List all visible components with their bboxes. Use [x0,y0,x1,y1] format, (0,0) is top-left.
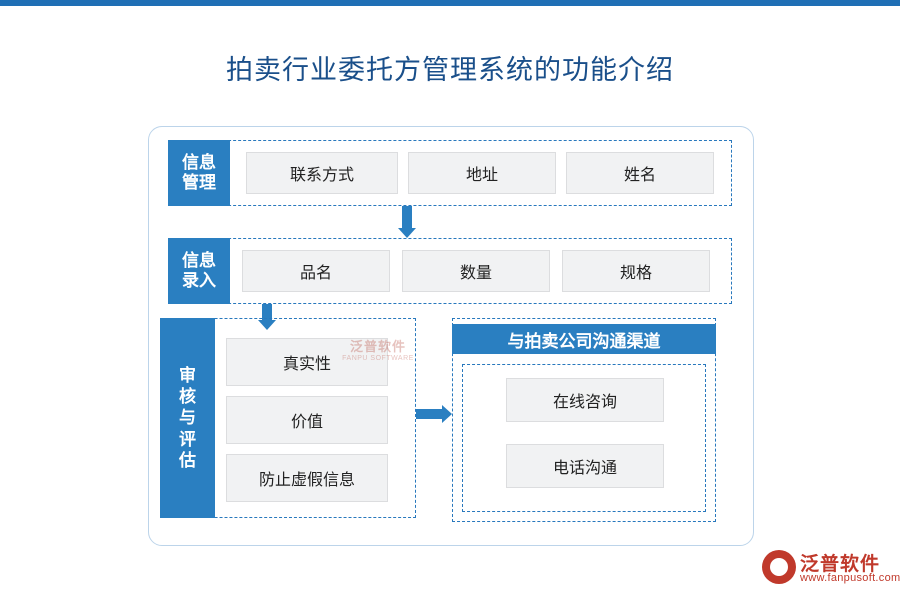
group-3-label: 审 核 与 评 估 [160,318,215,518]
logo-name: 泛普软件 [800,554,881,575]
group-2-label: 信息 录入 [168,238,230,304]
chip-value[interactable]: 价值 [226,396,388,444]
chip-phone-communication[interactable]: 电话沟通 [506,444,664,488]
group-1-label-line2: 管理 [182,173,216,192]
group-3-label-char-2: 核 [179,387,196,407]
group-3-label-char-1: 审 [179,365,196,385]
chip-specification[interactable]: 规格 [562,250,710,292]
group-1-label-line1: 信息 [182,152,216,172]
arrow-group3-to-group4 [416,405,452,423]
logo-mark-icon [762,550,796,584]
top-accent-bar [0,0,900,6]
chip-name[interactable]: 姓名 [566,152,714,194]
chip-authenticity[interactable]: 真实性 [226,338,388,386]
group-3-label-char-5: 估 [179,450,196,470]
group-3-label-char-4: 评 [179,429,196,449]
group-4-inner-boundary [462,364,706,512]
chip-address[interactable]: 地址 [408,152,556,194]
group-2-label-line2: 录入 [182,271,216,290]
chip-quantity[interactable]: 数量 [402,250,550,292]
chip-contact-method[interactable]: 联系方式 [246,152,398,194]
chip-online-consultation[interactable]: 在线咨询 [506,378,664,422]
company-logo: 泛普软件 www.fanpusoft.com [762,548,900,592]
page-title: 拍卖行业委托方管理系统的功能介绍 [226,55,674,85]
logo-url: www.fanpusoft.com [800,572,900,584]
chip-prevent-false-info[interactable]: 防止虚假信息 [226,454,388,502]
group-3-label-char-3: 与 [179,408,196,428]
arrow-group1-to-group2 [398,206,416,238]
chip-product-name[interactable]: 品名 [242,250,390,292]
group-2-label-line1: 信息 [182,250,216,270]
group-4-boundary [452,318,716,522]
arrow-group2-to-group3 [258,304,276,330]
group-4-header: 与拍卖公司沟通渠道 [452,324,716,354]
group-1-label: 信息 管理 [168,140,230,206]
